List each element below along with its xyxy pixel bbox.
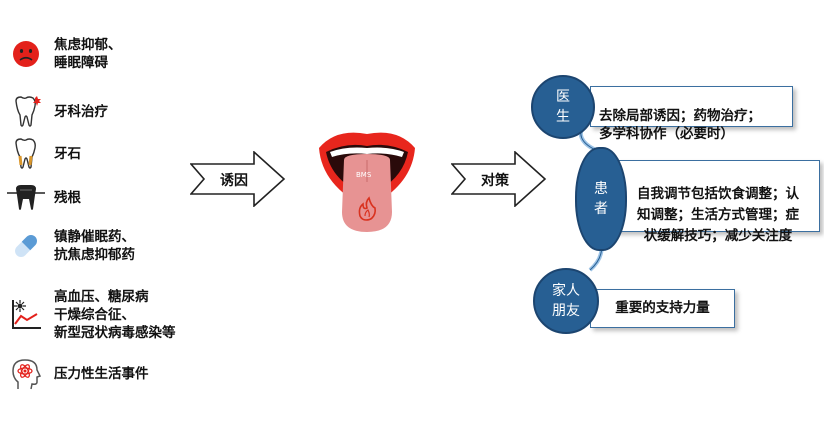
pill-capsule-icon xyxy=(6,226,46,266)
tooth-root-icon xyxy=(6,178,46,218)
doctor-action-text: 去除局部诱因；药物治疗； 多学科协作（必要时） xyxy=(599,108,761,142)
patient-action-box: 自我调节包括饮食调整；认 知调整；生活方式管理；症 状缓解技巧；减少关注度 xyxy=(616,160,820,244)
cause-text: 镇静催眠药、 抗焦虑抑郁药 xyxy=(54,229,135,263)
cause-item: 牙石 xyxy=(6,134,81,174)
cause-text: 高血压、糖尿病 干燥综合征、 新型冠状病毒感染等 xyxy=(54,289,176,341)
cause-item: 高血压、糖尿病 干燥综合征、 新型冠状病毒感染等 xyxy=(6,288,176,342)
cause-text: 牙石 xyxy=(54,146,81,162)
family-action-box: 重要的支持力量 xyxy=(590,289,735,328)
response-arrow: 对策 xyxy=(451,151,547,207)
cause-text: 压力性生活事件 xyxy=(54,366,149,382)
cause-item: 压力性生活事件 xyxy=(6,354,149,394)
tooth-inflamed-icon xyxy=(6,92,46,132)
cause-item: 牙科治疗 xyxy=(6,92,108,132)
doctor-label: 医 生 xyxy=(556,89,570,125)
patient-action-text: 自我调节包括饮食调整；认 知调整；生活方式管理；症 状缓解技巧；减少关注度 xyxy=(637,186,799,244)
cause-arrow: 诱因 xyxy=(190,151,286,207)
bms-label: BMS xyxy=(356,171,372,179)
family-action-text: 重要的支持力量 xyxy=(615,300,710,316)
family-node: 家人 朋友 xyxy=(533,268,599,334)
cause-item: 焦虑抑郁、 睡眠障碍 xyxy=(6,34,122,74)
sad-face-icon xyxy=(6,34,46,74)
doctor-action-box: 去除局部诱因；药物治疗； 多学科协作（必要时） xyxy=(590,86,793,142)
cause-text: 牙科治疗 xyxy=(54,104,108,120)
cause-arrow-label: 诱因 xyxy=(220,173,248,189)
cause-text: 残根 xyxy=(54,190,81,206)
cause-item: 残根 xyxy=(6,178,81,218)
patient-label: 患 者 xyxy=(594,181,608,217)
cause-item: 镇静催眠药、 抗焦虑抑郁药 xyxy=(6,226,135,266)
mouth-illustration: BMS xyxy=(316,126,418,234)
family-label: 家人 朋友 xyxy=(552,283,580,319)
patient-node: 患 者 xyxy=(575,147,627,251)
response-arrow-label: 对策 xyxy=(481,173,509,189)
head-atom-icon xyxy=(6,354,46,394)
doctor-node: 医 生 xyxy=(531,75,595,139)
blood-pressure-chart-icon xyxy=(6,295,46,335)
cause-text: 焦虑抑郁、 睡眠障碍 xyxy=(54,37,122,71)
tooth-tartar-icon xyxy=(6,134,46,174)
